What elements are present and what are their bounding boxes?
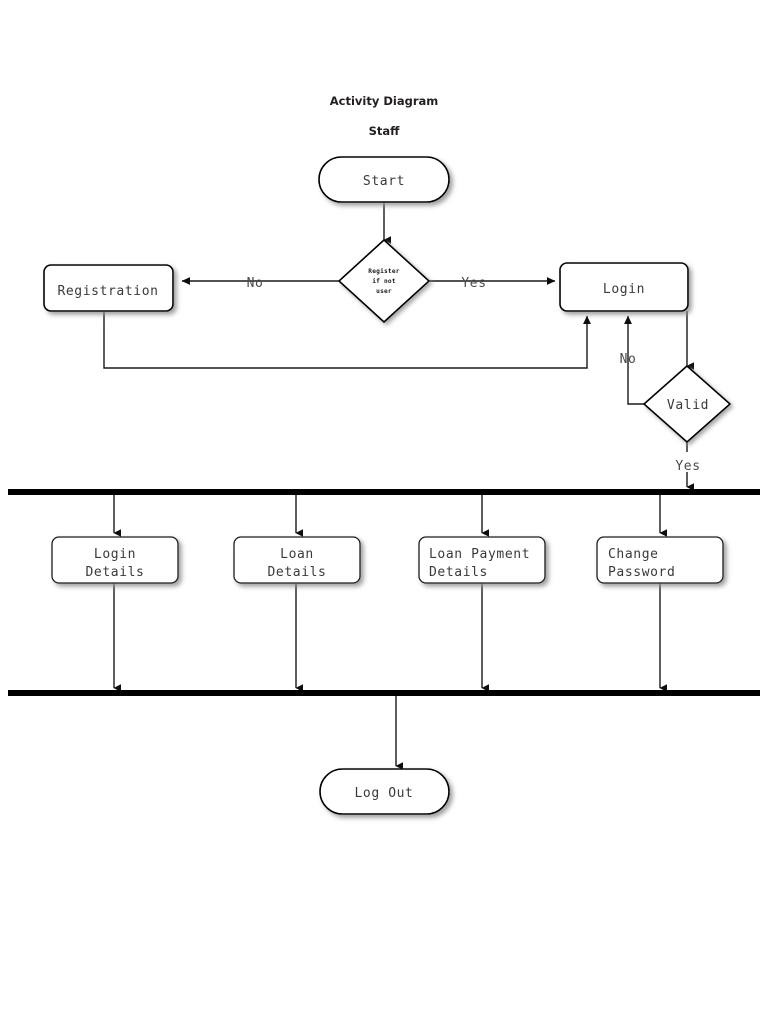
- node-loan-details-line2: Details: [268, 565, 327, 580]
- edge-registration-to-login: [103, 311, 591, 369]
- node-start[interactable]: Start: [318, 156, 450, 203]
- edge-label-valid-no: No: [620, 352, 637, 367]
- node-loan-details[interactable]: Loan Details: [233, 536, 361, 584]
- node-decision-register-line2: if not: [372, 277, 396, 285]
- page-title: Activity Diagram: [330, 94, 439, 108]
- node-change-password-line1: Change: [608, 547, 659, 562]
- node-decision-valid-label: Valid: [667, 398, 709, 413]
- edge-label-register-yes: Yes: [461, 276, 486, 291]
- join-bar: [8, 690, 760, 696]
- node-login[interactable]: Login: [559, 262, 689, 312]
- node-registration-label: Registration: [57, 284, 158, 299]
- node-log-out-label: Log Out: [355, 786, 414, 801]
- node-login-details-line2: Details: [86, 565, 145, 580]
- node-change-password[interactable]: Change Password: [596, 536, 724, 584]
- node-loan-payment-details-line1: Loan Payment: [429, 547, 530, 562]
- edge-label-register-no: No: [247, 276, 264, 291]
- edge-valid-no-to-login: [624, 315, 645, 405]
- node-login-details[interactable]: Login Details: [51, 536, 179, 584]
- edge-label-valid-yes: Yes: [675, 459, 700, 474]
- node-decision-register-line3: user: [376, 288, 392, 295]
- node-loan-details-line1: Loan: [280, 547, 314, 562]
- node-decision-register[interactable]: Register if not user: [337, 238, 431, 324]
- node-start-label: Start: [363, 174, 405, 189]
- node-decision-valid[interactable]: Valid: [642, 364, 732, 444]
- fork-bar: [8, 489, 760, 495]
- node-loan-payment-details-line2: Details: [429, 565, 488, 580]
- node-decision-register-line1: Register: [368, 267, 399, 275]
- node-log-out[interactable]: Log Out: [319, 768, 450, 815]
- page-subtitle: Staff: [369, 124, 401, 138]
- node-login-label: Login: [603, 282, 645, 297]
- node-loan-payment-details[interactable]: Loan Payment Details: [418, 536, 546, 584]
- node-registration[interactable]: Registration: [43, 264, 174, 312]
- node-change-password-line2: Password: [608, 565, 675, 580]
- node-login-details-line1: Login: [94, 547, 136, 562]
